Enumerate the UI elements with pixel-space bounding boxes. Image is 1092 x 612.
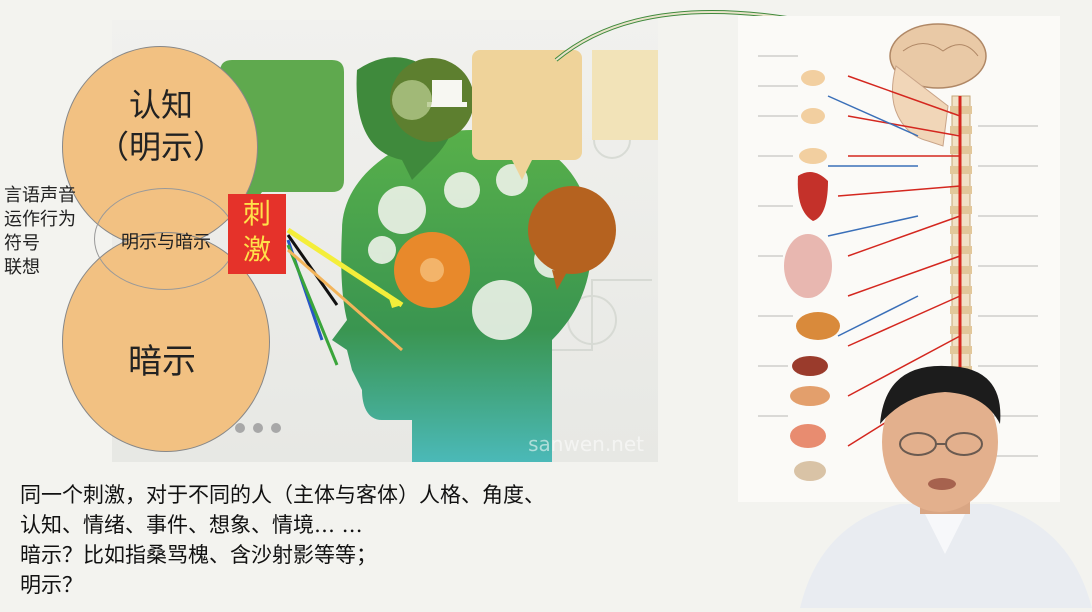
- presenter-video: [780, 354, 1092, 608]
- body-line-2: 认知、情绪、事件、想象、情境… …: [20, 513, 363, 537]
- list-item: 联想: [4, 257, 40, 278]
- list-item: 运作行为: [4, 209, 76, 230]
- body-line-1: 同一个刺激，对于不同的人（主体与客体）人格、角度、: [20, 483, 545, 507]
- explicit-label: （明示）: [96, 128, 225, 166]
- stimulus-char-1: 刺: [242, 197, 271, 230]
- cognition-title: 认知: [128, 86, 193, 124]
- list-item: 符号: [4, 233, 40, 254]
- stimulus-box: 刺 激: [228, 194, 286, 274]
- cognition-label: 认知 （明示）: [86, 84, 236, 168]
- watermark: sanwen.net: [528, 432, 644, 456]
- list-item: 言语声音: [4, 185, 76, 206]
- suggestion-label: 暗示: [128, 342, 196, 382]
- stimulus-types-list: 言语声音 运作行为 符号 联想: [4, 184, 76, 280]
- body-line-3: 暗示？比如指桑骂槐、含沙射影等等；: [20, 543, 377, 567]
- body-text: 同一个刺激，对于不同的人（主体与客体）人格、角度、 认知、情绪、事件、想象、情境…: [20, 480, 720, 600]
- head-illustration: sanwen.net: [112, 20, 658, 462]
- body-line-4: 明示？: [20, 573, 83, 597]
- stimulus-char-2: 激: [242, 233, 271, 266]
- overlap-label: 明示与暗示: [121, 232, 211, 253]
